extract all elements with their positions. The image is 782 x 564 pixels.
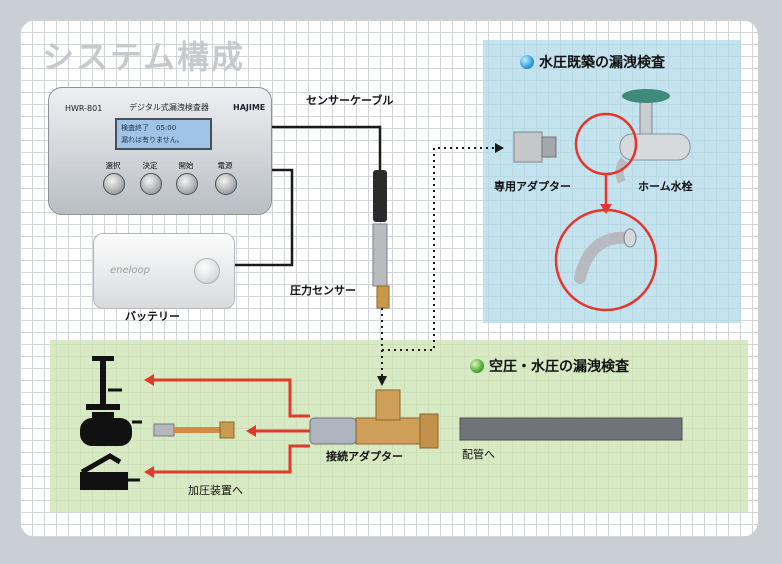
faucet-handle [622, 89, 670, 103]
leak-tester-device: HWR-801 デジタル式漏洩検査器 HAJIME 検査終了 05:00 漏れは… [48, 87, 272, 215]
diagram-graphics [80, 89, 691, 490]
highlight-ring-large [554, 208, 658, 312]
device-model: HWR-801 [65, 104, 103, 113]
tee-vertical [375, 389, 401, 421]
hand-pump-handle [92, 356, 114, 361]
diagram-panel: システム構成 水圧既築の漏洩検査 空圧・水圧の漏洩検査 [20, 20, 758, 537]
pressure-sensor-fitting [376, 285, 390, 309]
spout-closeup [574, 231, 636, 284]
foot-pump-base [80, 472, 128, 490]
zone-building-heading: 水圧既築の漏洩検査 [520, 52, 665, 72]
label-confirm: 決定 [142, 161, 158, 170]
zone-piping-heading: 空圧・水圧の漏洩検査 [470, 356, 629, 376]
battery-power-button[interactable] [194, 258, 220, 284]
hose-fitting-left [153, 423, 175, 437]
dotted-arrowhead-down [377, 376, 387, 386]
pressure-sensor-body [372, 223, 388, 287]
lcd-line-2: 漏れは有りません。 [121, 136, 184, 144]
label-pressure-sensor: 圧力センサー [290, 284, 356, 297]
battery-brand-text: eneloop [110, 265, 151, 276]
battery-pack: eneloop [93, 233, 235, 309]
red-arrow-bottom [154, 444, 310, 474]
label-to-pressurizer: 加圧装置へ [188, 484, 243, 497]
faucet-stem [639, 99, 653, 137]
zone-building-label: 水圧既築の漏洩検査 [539, 55, 665, 71]
hose-fitting-right [219, 421, 235, 439]
start-button[interactable] [176, 173, 198, 195]
cable-connector [373, 170, 387, 222]
hand-pump-base [86, 404, 120, 410]
battery-wire-line [233, 168, 294, 267]
zone-piping-label: 空圧・水圧の漏洩検査 [489, 359, 629, 375]
green-bullet-icon [470, 359, 484, 373]
power-button[interactable] [215, 173, 237, 195]
select-button[interactable] [103, 173, 125, 195]
label-home-faucet: ホーム水栓 [638, 180, 693, 193]
label-select: 選択 [105, 161, 121, 170]
lcd-line-1: 検査終了 05:00 [121, 124, 177, 132]
blue-bullet-icon [520, 55, 534, 69]
compressor-tank [80, 418, 132, 446]
label-dedicated-adapter: 専用アダプター [494, 180, 571, 193]
tee-end-nut [419, 413, 439, 449]
zone-building-leak-test [483, 40, 741, 323]
label-sensor-cable: センサーケーブル [306, 94, 394, 107]
valve-body [309, 417, 357, 445]
red-arrow-top [154, 378, 310, 418]
hand-pump-shaft [100, 360, 106, 404]
device-brand-logo: HAJIME [233, 103, 266, 112]
confirm-button[interactable] [140, 173, 162, 195]
adapter-thread [541, 136, 557, 158]
device-name: デジタル式漏洩検査器 [129, 103, 209, 112]
adapter-nut [513, 131, 543, 163]
foot-pump-pedal [80, 453, 122, 475]
pipe-segment [459, 417, 683, 441]
page-title: システム構成 [42, 38, 246, 76]
sensor-cable-line [270, 125, 382, 170]
label-start: 開始 [178, 161, 194, 170]
label-power: 電源 [217, 161, 233, 170]
dotted-link-line [381, 147, 495, 351]
label-battery: バッテリー [125, 310, 180, 323]
label-to-pipe: 配管へ [462, 448, 495, 461]
tee-horizontal [355, 417, 429, 445]
dotted-arrowhead-right [495, 143, 504, 153]
faucet-body [619, 133, 691, 161]
device-lcd-screen: 検査終了 05:00 漏れは有りません。 [115, 118, 212, 150]
label-connection-adapter: 接続アダプター [326, 450, 403, 463]
